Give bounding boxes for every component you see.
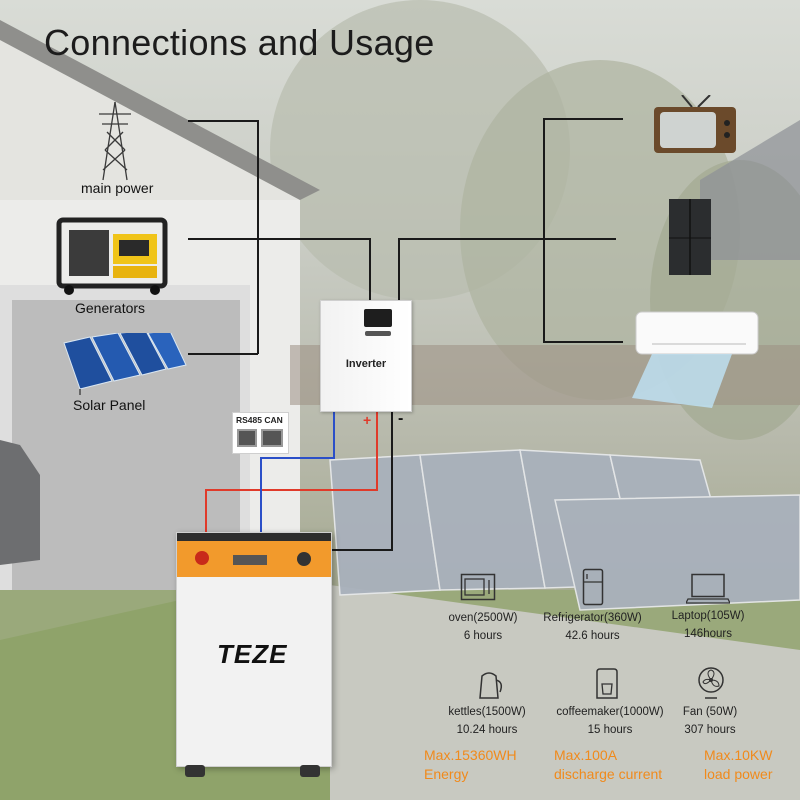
appliance-time-coffeemaker: 15 hours: [587, 724, 633, 736]
inverter-buttons: [365, 331, 391, 336]
spec-energy: Max.15360WH Energy: [424, 746, 517, 784]
negative-terminal-label: -: [398, 410, 404, 427]
positive-terminal-label: +: [363, 412, 372, 428]
appliance-time-refrigerator: 42.6 hours: [565, 630, 620, 642]
page-title: Connections and Usage: [44, 22, 435, 63]
kettle-icon: [479, 672, 503, 699]
spec-discharge-value: Max.100A: [554, 747, 618, 763]
laptop-icon: [686, 573, 730, 604]
source-label-solar-panel: Solar Panel: [73, 397, 146, 413]
oven-icon: [460, 573, 496, 601]
spec-energy-value: Max.15360WH: [424, 747, 517, 763]
inverter-label: Inverter: [345, 358, 387, 370]
inverter-box: Inverter: [320, 300, 412, 412]
appliance-name-oven: oven(2500W): [448, 612, 518, 624]
spec-energy-label: Energy: [424, 766, 469, 782]
spec-discharge-label: discharge current: [554, 766, 663, 782]
generator-icon: [56, 217, 168, 295]
appliance-time-oven: 6 hours: [463, 630, 503, 642]
refrigerator-icon: [669, 199, 711, 275]
tv-icon: [654, 95, 736, 153]
air-conditioner-icon: [632, 311, 759, 408]
appliance-time-kettles: 10.24 hours: [456, 724, 518, 736]
appliance-time-laptop: 146hours: [684, 628, 732, 640]
rs485-port-icon: [237, 429, 257, 447]
comm-port-label: RS485 CAN: [236, 415, 283, 425]
spec-load-label: load power: [704, 766, 773, 782]
coffeemaker-icon: [596, 668, 618, 699]
appliance-name-kettles: kettles(1500W): [448, 706, 526, 718]
appliance-name-laptop: Laptop(105W): [671, 610, 745, 622]
appliance-name-coffeemaker: coffeemaker(1000W): [556, 706, 664, 718]
battery-unit: TEZE: [176, 532, 332, 767]
source-label-generators: Generators: [75, 300, 146, 316]
can-port-icon: [261, 429, 283, 447]
spec-load-power: Max.10KW load power: [704, 746, 773, 784]
solar-panel-icon: [63, 333, 187, 395]
fan-icon: [698, 667, 724, 699]
appliance-name-fan: Fan (50W): [682, 706, 738, 718]
inverter-display: [364, 309, 392, 327]
appliance-time-fan: 307 hours: [684, 724, 736, 736]
spec-load-value: Max.10KW: [704, 747, 773, 763]
battery-control-panel: [177, 541, 331, 577]
refrigerator-small-icon: [582, 568, 604, 606]
spec-discharge-current: Max.100A discharge current: [554, 746, 662, 784]
power-tower-icon: [99, 101, 131, 181]
battery-brand-logo: TEZE: [217, 639, 288, 669]
source-label-main-power: main power: [81, 180, 154, 196]
appliance-name-refrigerator: Refrigerator(360W): [543, 612, 642, 624]
comm-port-box: RS485 CAN: [232, 412, 289, 454]
